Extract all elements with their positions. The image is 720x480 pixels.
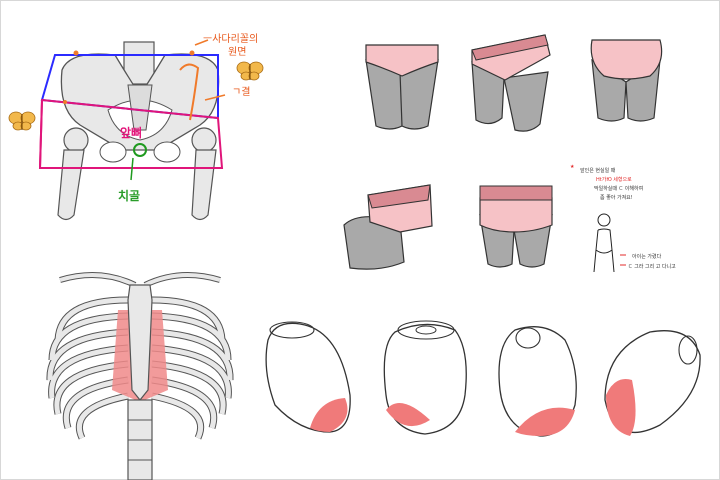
pelvis-drawing: ㅡ사다리꼴의 원면 ㄱ결 앞뼈 치골: [38, 33, 258, 221]
side-note-1: 아이는 가렸다: [632, 253, 662, 260]
egg-form-1: [265, 321, 351, 433]
hip-study-front-top: [479, 185, 553, 268]
stick-figure-icon: [593, 213, 626, 273]
side-note-2: ㄷ 그라 그리 고 다니고: [628, 263, 676, 270]
hip-study-threequarter: [471, 34, 551, 132]
hip-study-front: [365, 44, 439, 130]
pelvis-label-coccyx: 치골: [118, 188, 140, 203]
butterfly-icon: [8, 111, 36, 131]
egg-form-3: [498, 326, 577, 437]
ribcage-drawing: [46, 272, 234, 480]
pelvis-label-side: ㄱ결: [232, 86, 250, 98]
egg-form-2: [383, 320, 467, 435]
butterfly-icon: [236, 61, 264, 81]
pelvis-label-pubis: 앞뼈: [120, 125, 142, 140]
note-line-1: 앞인은 현실일 때: [580, 167, 616, 174]
pelvis-label-top2: 원면: [228, 46, 246, 58]
note-line-2: Ht가Ю 세형으로: [596, 176, 632, 183]
note-line-3: 막일하실때 ㄷ 이해하여: [594, 185, 643, 192]
egg-form-4: [604, 330, 701, 436]
svg-text:★: ★: [570, 164, 575, 170]
hip-study-back: [590, 39, 663, 122]
hip-study-side: [343, 184, 433, 270]
note-line-4: 좀 좋아 가져요!: [600, 194, 633, 201]
handwritten-notes: ★ 앞인은 현실일 때 Ht가Ю 세형으로 막일하실때 ㄷ 이해하여 좀 좋아 …: [570, 164, 643, 201]
pelvis-label-top: ㅡ사다리꼴의: [203, 33, 258, 45]
